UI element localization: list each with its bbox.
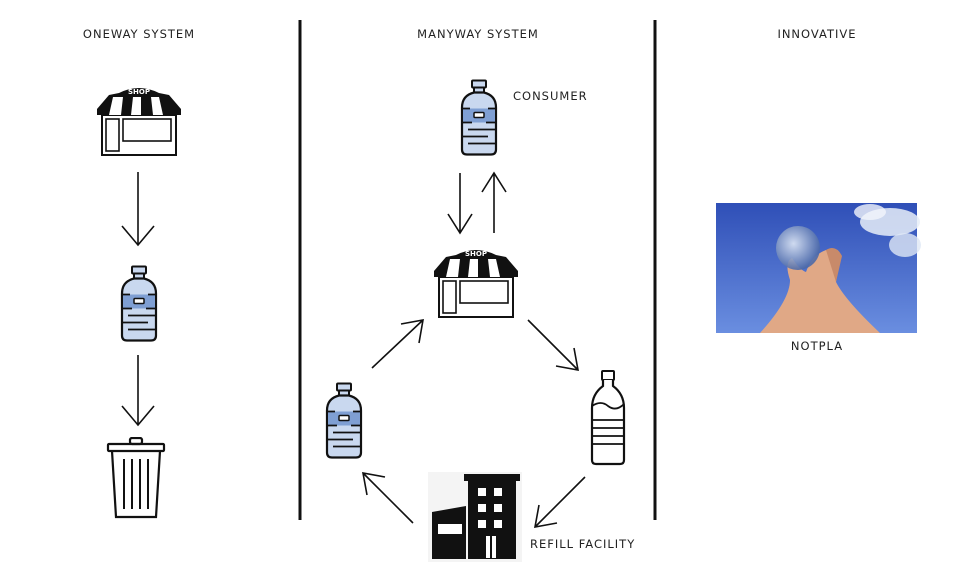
arrow-down-icon (447, 173, 473, 235)
arrow-down-icon (121, 172, 155, 247)
consumer-label: CONSUMER (513, 89, 588, 103)
notpla-caption: NOTPLA (791, 339, 843, 353)
empty-bottle-icon (590, 370, 626, 466)
refill-facility-label: REFILL FACILITY (530, 537, 635, 551)
arrow-down-icon (121, 355, 155, 427)
manyway-title: MANYWAY SYSTEM (417, 27, 539, 41)
trash-can-icon (106, 437, 166, 519)
shop-icon (433, 249, 519, 318)
refilled-bottle-icon (325, 382, 363, 459)
arrow-up-icon (481, 171, 507, 233)
notpla-photo (716, 203, 921, 333)
shop-icon (96, 87, 182, 156)
arrow-icon (362, 472, 414, 524)
arrow-icon (534, 476, 586, 528)
arrow-icon (527, 319, 579, 371)
shop-sign: SHOP (128, 88, 150, 96)
water-bottle-icon (120, 265, 158, 342)
shop-sign: SHOP (465, 250, 487, 258)
factory-building-icon (428, 472, 522, 562)
consumer-bottle-icon (460, 79, 498, 156)
oneway-title: ONEWAY SYSTEM (83, 27, 195, 41)
innovative-title: INNOVATIVE (777, 27, 856, 41)
arrow-icon (371, 319, 424, 369)
